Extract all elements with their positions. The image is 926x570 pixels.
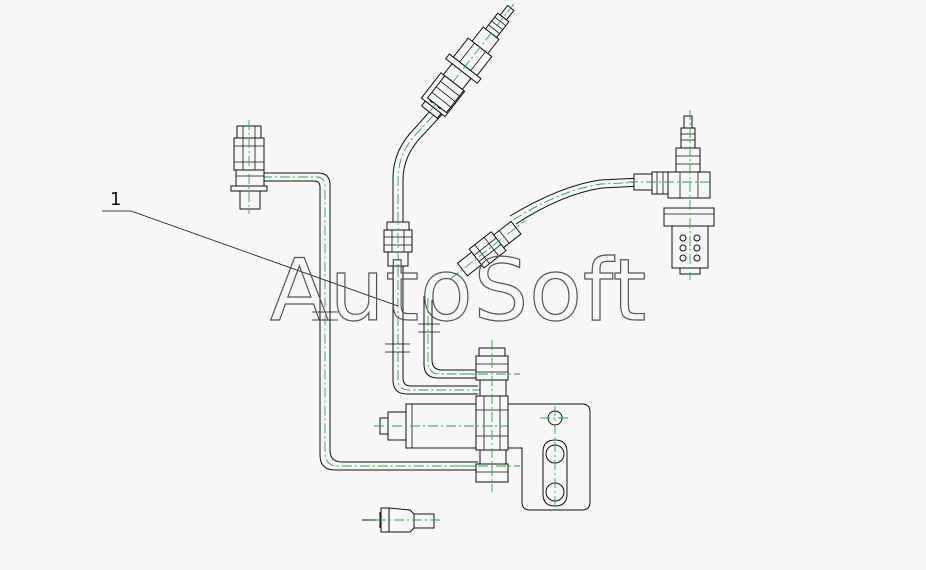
- right-sensor: [628, 110, 715, 280]
- upper-tube: [392, 99, 480, 395]
- callout-1-number: 1: [110, 189, 121, 210]
- left-pressure-fitting: [230, 120, 268, 214]
- middle-union-nut: [383, 215, 413, 275]
- tube-markers: [312, 311, 440, 353]
- right-tube: [423, 177, 643, 379]
- callout-1: 1: [102, 189, 399, 307]
- left-tube: [262, 172, 478, 471]
- mounting-bracket: [507, 403, 591, 512]
- top-sensor-boss: [426, 75, 465, 114]
- bottom-fitting: [362, 507, 440, 533]
- top-sensor: [420, 3, 515, 119]
- diagonal-union-nut: [450, 219, 526, 280]
- watermark-text: AutoSoft: [270, 241, 647, 341]
- valve-block: [460, 340, 520, 492]
